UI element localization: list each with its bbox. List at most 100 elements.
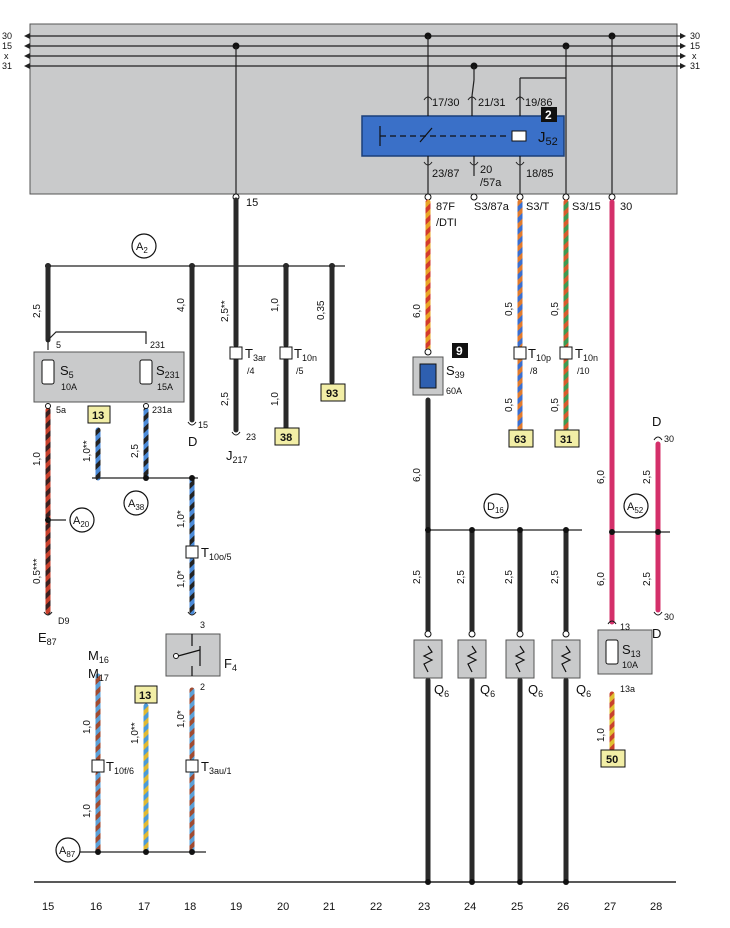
wire-size: 1,0* [176,570,187,588]
svg-text:S231: S231 [156,363,180,380]
connector-a20: A20 [69,507,95,533]
ref-13-upper[interactable]: 13 [87,405,111,424]
a87-junctions [95,849,195,855]
ref-50[interactable]: 50 [600,749,626,768]
lock-icon [513,346,527,360]
column-number: 26 [557,901,569,913]
terminal-t10o-5[interactable]: T10o/5 [185,545,231,562]
bus-left-label-31: 31 [2,61,12,71]
terminal-t3ar[interactable]: T3ar /4 [229,346,266,376]
output-15: 15 [246,197,258,209]
svg-text:/8: /8 [530,366,538,376]
wire-size: 0,5 [504,302,515,316]
svg-text:231: 231 [150,340,165,350]
switch-f4[interactable] [165,633,221,677]
terminal-t10f[interactable]: T10f/6 [91,759,134,776]
svg-text:T3au/1: T3au/1 [201,759,231,776]
ref-38[interactable]: 38 [274,427,300,446]
column-number: 17 [138,901,150,913]
svg-text:T10n: T10n [294,346,317,363]
svg-text:231a: 231a [152,405,172,415]
wire-size: 1,0 [270,392,281,406]
ref-63[interactable]: 63 [508,429,534,448]
a52-junctions [609,529,661,535]
wire-size: 2,5 [220,392,231,406]
fuse-s39[interactable]: S39 60A [412,356,465,396]
wire-size: 1,0* [176,710,187,728]
bus-right-label-15: 15 [690,41,700,51]
fuse-s231[interactable]: S231 15A 231 231a [139,340,180,415]
relay-contacts [379,96,521,162]
wire-size: 2,5 [412,570,423,584]
glow-plug-q6-1[interactable]: Q6 [413,630,449,699]
svg-text:A87: A87 [59,845,76,859]
ref-31[interactable]: 31 [554,429,580,448]
s5-bridge [47,331,147,350]
ref-13-lower[interactable]: 13 [134,685,158,704]
relay-pin-57a: /57a [480,177,502,189]
column-number: 16 [90,901,102,913]
relay-pin-21-31: 21/31 [478,97,506,109]
lock-icon [185,759,199,773]
glow-plug-q6-2[interactable]: Q6 [457,630,495,699]
wire-size: 1,0** [82,440,93,462]
wire-size: 2,5 [504,570,515,584]
terminal-t10p[interactable]: T10p /8 [513,346,551,376]
m16-label: M16 [88,648,109,665]
svg-text:5a: 5a [56,405,66,415]
column-number: 25 [511,901,523,913]
connector-a38: A38 [123,490,149,516]
column-number: 28 [650,901,662,913]
ref-93[interactable]: 93 [320,383,346,402]
bus-right-label-30: 30 [690,31,700,41]
svg-text:Q6: Q6 [434,682,449,699]
svg-text:13: 13 [92,410,104,422]
svg-text:T10o/5: T10o/5 [201,545,231,562]
column-numbers: 15 16 17 18 19 20 21 22 23 24 25 26 27 2… [42,901,662,913]
relay-pin-23-87: 23/87 [432,168,460,180]
fuse-s13[interactable]: S13 10A 13 13a [597,622,653,694]
svg-text:D16: D16 [487,501,504,515]
wire-size: 2,5 [642,572,653,586]
wire-size: 1,0* [176,510,187,528]
wire-size: 2,5 [130,444,141,458]
column-number: 22 [370,901,382,913]
wire-size: 2,5 [32,304,43,318]
lock-icon [279,346,293,360]
wire-size: 0,5*** [32,558,43,584]
fuse-s5[interactable]: S5 10A 5 5a [41,340,77,415]
m17-label: M17 [88,666,109,683]
glow-plug-q6-4[interactable]: Q6 [551,630,591,699]
glow-plug-q6-3[interactable]: Q6 [505,630,543,699]
svg-text:Q6: Q6 [528,682,543,699]
s39-badge [452,343,468,358]
wire-size: 2,5** [220,300,231,322]
wire-size: 1,0 [82,804,93,818]
panel-output-pins [232,193,616,201]
wire-size: 0,35 [316,300,327,320]
wire-size: 2,5 [456,570,467,584]
output-87f-dti: /DTI [436,217,457,229]
j217-label: J217 [226,448,248,465]
terminal-t3au[interactable]: T3au/1 [185,759,231,776]
ground-junctions [425,879,569,885]
relay-coil [511,130,527,142]
svg-text:10A: 10A [622,660,638,670]
e87-pin: D9 [58,616,70,626]
terminal-t10n-10[interactable]: T10n /10 [559,346,598,376]
svg-text:S39: S39 [446,363,465,380]
wire-size: 1,0 [32,452,43,466]
relay-pin-18-85: 18/85 [526,168,554,180]
svg-text:T10f/6: T10f/6 [106,759,134,776]
svg-text:T10n: T10n [575,346,598,363]
wire-size: 6,0 [412,304,423,318]
relay-badge-text: 2 [545,108,552,122]
d15-label: D [188,434,197,449]
column-number: 24 [464,901,476,913]
pink-wires [609,199,661,625]
bus-right-label-x: x [692,51,697,61]
terminal-t10n-5[interactable]: T10n /5 [279,346,317,376]
svg-text:63: 63 [514,434,526,446]
bus-lines [28,35,680,67]
